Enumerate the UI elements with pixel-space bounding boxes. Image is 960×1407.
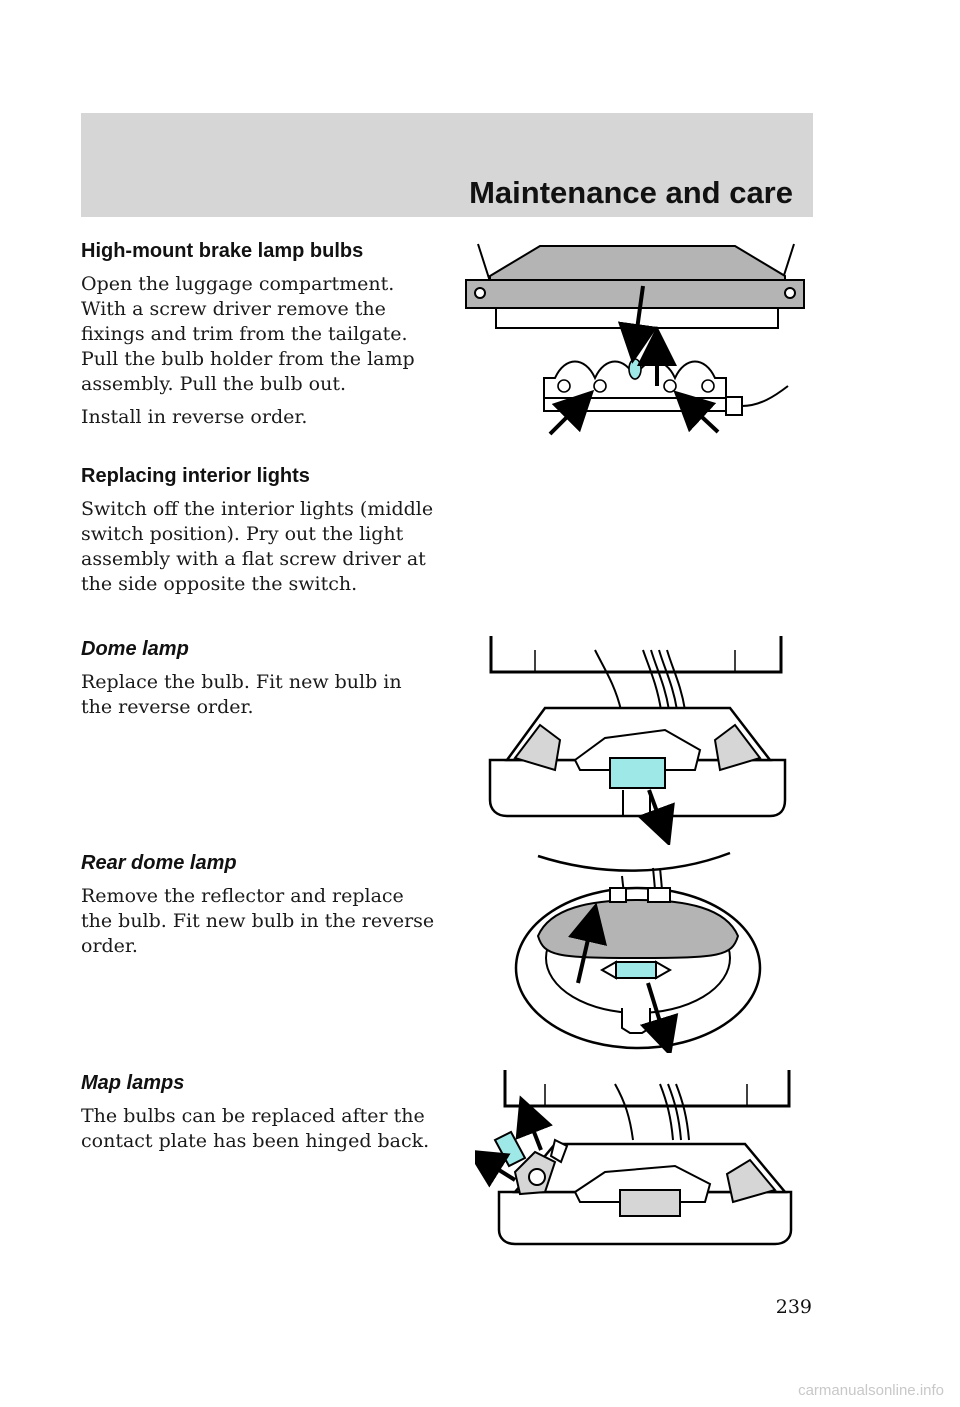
page-number: 239 <box>775 1296 812 1318</box>
section-paragraph: The bulbs can be replaced after the cont… <box>81 1105 430 1152</box>
section-rear-dome-lamp: Rear dome lamp Remove the reflector and … <box>81 850 436 959</box>
header-band: Maintenance and care <box>81 113 813 217</box>
section-paragraph: Remove the reflector and replace the bul… <box>81 885 435 957</box>
section-map-lamps: Map lamps The bulbs can be replaced afte… <box>81 1070 436 1154</box>
section-paragraph: Open the luggage compartment. With a scr… <box>81 273 415 395</box>
brake-lamp-illustration <box>465 243 805 436</box>
section-heading: Replacing interior lights <box>81 465 310 487</box>
section-paragraph: Install in reverse order. <box>81 406 308 428</box>
map-lamps-illustration <box>475 1070 793 1246</box>
dome-lamp-illustration <box>488 636 787 845</box>
section-dome-lamp: Dome lamp Replace the bulb. Fit new bulb… <box>81 636 436 720</box>
section-high-mount-brake-lamp: High-mount brake lamp bulbs Open the lug… <box>81 238 436 430</box>
section-heading: Rear dome lamp <box>81 852 237 874</box>
page-header-title: Maintenance and care <box>469 175 793 210</box>
rear-dome-lamp-illustration <box>514 851 762 1053</box>
section-heading: Dome lamp <box>81 638 189 660</box>
section-heading: Map lamps <box>81 1072 185 1094</box>
watermark: carmanualsonline.info <box>798 1382 944 1399</box>
section-paragraph: Switch off the interior lights (middle s… <box>81 498 434 595</box>
section-heading: High-mount brake lamp bulbs <box>81 240 364 262</box>
section-replacing-interior-lights: Replacing interior lights Switch off the… <box>81 463 436 597</box>
section-paragraph: Replace the bulb. Fit new bulb in the re… <box>81 671 402 718</box>
